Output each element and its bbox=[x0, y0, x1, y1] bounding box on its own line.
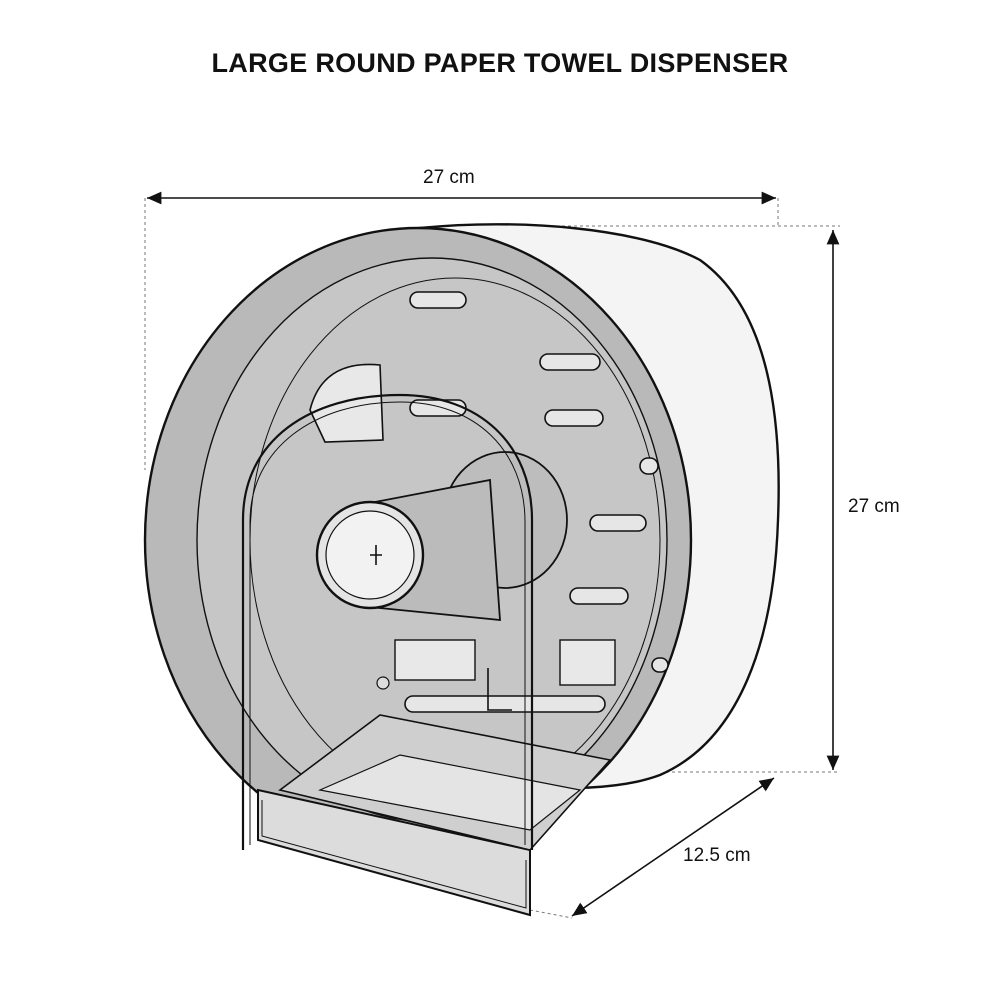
width-label: 27 cm bbox=[423, 167, 475, 188]
diagram-title: LARGE ROUND PAPER TOWEL DISPENSER bbox=[211, 48, 789, 78]
dispenser-body bbox=[143, 223, 780, 917]
depth-dimension-line bbox=[571, 777, 775, 917]
screw-icon bbox=[376, 676, 390, 690]
dimension-lines bbox=[147, 191, 840, 919]
wire-guard bbox=[241, 393, 534, 850]
height-label: 27 cm bbox=[848, 496, 900, 517]
dimension-guides bbox=[144, 198, 840, 773]
keyhole-icon bbox=[370, 545, 382, 565]
depth-label: 12.5 cm bbox=[683, 845, 751, 866]
